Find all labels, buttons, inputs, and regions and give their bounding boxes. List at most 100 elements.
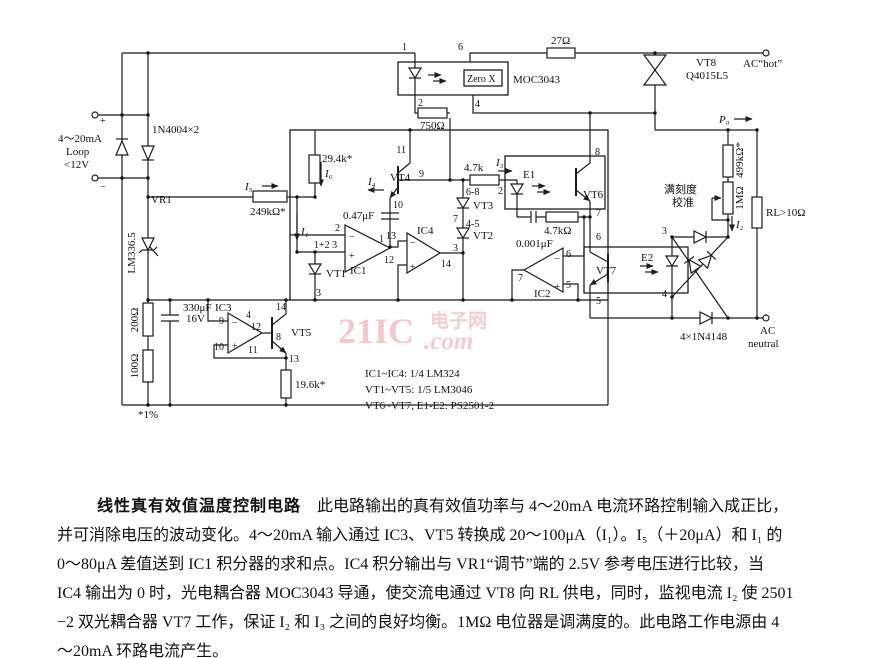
ic4-opamp	[406, 231, 442, 275]
opamps	[227, 224, 564, 355]
ic3-opamp	[227, 311, 264, 355]
label-i1: I₁	[300, 226, 309, 238]
junction-dots	[120, 51, 759, 407]
resistor-249k	[252, 190, 288, 203]
label-loop-range: 4～20mA	[58, 133, 102, 145]
label-plus-sign: +	[100, 116, 106, 127]
pin-vt7-5: 5	[596, 296, 601, 307]
sign-ic4-plus: +	[410, 262, 416, 273]
label-vt1: VT1	[326, 268, 346, 280]
label-1n4004: 1N4004×2	[152, 124, 199, 136]
label-fullscale-1: 满刻度	[664, 182, 697, 196]
potentiometer-1M	[722, 181, 734, 215]
sign-ic4-minus: −	[410, 238, 416, 249]
resistor-19-6k	[280, 369, 292, 399]
ac-neutral-terminal	[762, 314, 770, 322]
label-i2: I₂	[735, 219, 744, 231]
pin-ic3-9: 9	[219, 316, 224, 327]
label-ac-hot: AC“hot”	[743, 58, 782, 70]
ic1-opamp	[344, 224, 392, 273]
label-ic2: IC2	[534, 288, 551, 300]
pin-moc-1: 1	[402, 42, 407, 53]
label-29-4k: 29.4k*	[322, 153, 352, 165]
resistor-100ohm	[142, 349, 154, 383]
resistor-4-7k	[469, 174, 500, 186]
note-opto-list: VT6~VT7, E1-E2: PS2501-2	[365, 400, 494, 412]
label-i4: I₄	[367, 176, 376, 188]
loop-plus-terminal	[91, 111, 99, 119]
label-330uf: 330μF	[183, 302, 212, 314]
label-lm336: LM336.5	[126, 232, 138, 274]
pin-moc-4: 4	[475, 99, 480, 110]
caption-title: 线性真有效值温度控制电路	[97, 498, 302, 515]
caption-line-2: 并可消除电压的波动变化。4～20mA 输入通过 IC3、VT5 转换成 20～1…	[57, 527, 783, 544]
resistor-load-rl	[751, 196, 763, 229]
pin-ic3-11: 11	[248, 345, 258, 356]
caption-line-5: −2 双光耦合器 VT7 工作，保证 I₂ 和 I₃ 之间的良好均衡。1MΩ 电…	[57, 614, 780, 631]
caption-line-6: ～20mA 环路电流产生。	[57, 643, 229, 658]
label-1m-pot: 1MΩ	[734, 186, 746, 209]
vt3-diode	[455, 197, 471, 210]
pin-ic1-2: 2	[335, 223, 340, 234]
label-499k: 499kΩ*	[734, 142, 746, 178]
resistors	[142, 47, 763, 399]
pin-vt4-11: 11	[396, 145, 406, 156]
pin-vt7-7: 7	[596, 208, 601, 219]
label-200ohm: 200Ω	[129, 308, 141, 333]
bridge-diode-bottom	[699, 311, 714, 325]
current-arrows	[143, 72, 753, 354]
label-q4015l5: Q4015L5	[686, 70, 729, 82]
pin-e2-4: 4	[662, 289, 667, 300]
pin-moc-2: 2	[418, 98, 423, 109]
pin-vt7-6: 6	[596, 232, 601, 243]
label-4-7k-feedback: 4.7kΩ	[544, 225, 571, 237]
pin-e1-2: 2	[498, 186, 503, 197]
resistor-29-4k	[308, 154, 321, 184]
e1-led	[509, 183, 525, 196]
label-vt8: VT8	[696, 57, 717, 69]
pin-vt3-7: 7	[453, 214, 458, 225]
terminals	[91, 49, 770, 322]
parts-notes: IC1~IC4: 1/4 LM324 VT1~VT5: 1/5 LM3046 V…	[365, 368, 494, 412]
pin-vt4-10: 10	[393, 200, 403, 211]
zero-cross-box	[463, 69, 503, 87]
watermark-cn: 电子网	[430, 309, 487, 332]
label-16v: 16V	[186, 313, 205, 325]
label-e2: E2	[641, 252, 653, 264]
label-vt4: VT4	[390, 172, 411, 184]
resistor-27ohm	[546, 47, 576, 59]
e2-led	[664, 255, 680, 268]
note-ic-list: IC1~IC4: 1/4 LM324	[365, 368, 460, 380]
caption-line-1: 线性真有效值温度控制电路 此电路输出的真有效值功率与 4～20mA 电流环路控制…	[57, 492, 832, 521]
bridge-diode-diag2	[697, 250, 717, 270]
circuit-diagram: 4～20mA Loop <12V + − 1N4004×2 VR1 LM336.…	[58, 35, 805, 421]
label-27ohm: 27Ω	[551, 35, 570, 47]
label-0-001uf: 0.001μF	[516, 238, 553, 250]
label-ac: AC	[760, 325, 775, 337]
note-vt-list: VT1~VT5: 1/5 LM3046	[365, 384, 473, 396]
label-load: RL>10Ω	[766, 207, 805, 219]
label-i3: I₃	[495, 157, 504, 169]
label-ic3: IC3	[215, 302, 232, 314]
pin-ic1-1: 1	[379, 234, 384, 245]
loop-minus-terminal	[91, 174, 99, 182]
center-group-box	[289, 129, 609, 301]
label-249k: 249kΩ*	[250, 206, 286, 218]
optocoupler-e1-vt6-box	[504, 155, 606, 210]
vt1-diode	[307, 263, 323, 276]
pin-vt5-8: 8	[276, 332, 281, 343]
sign-ic1-minus: −	[349, 232, 355, 243]
label-loop: Loop	[66, 146, 90, 158]
moc3043-box	[397, 61, 509, 96]
label-4-7k: 4.7k	[464, 162, 484, 174]
label-e1: E1	[523, 169, 535, 181]
bridge-diode-diag1	[683, 255, 703, 275]
bridge-diode-top	[693, 230, 708, 244]
pin-moc-6: 6	[458, 42, 463, 53]
label-0-47uf: 0.47μF	[343, 210, 374, 222]
label-750ohm: 750Ω	[420, 120, 445, 132]
zener-lm336	[141, 237, 155, 252]
resistor-200ohm	[142, 302, 154, 337]
pin-vt1-3: 3	[316, 288, 321, 299]
semiconductors	[115, 54, 717, 349]
